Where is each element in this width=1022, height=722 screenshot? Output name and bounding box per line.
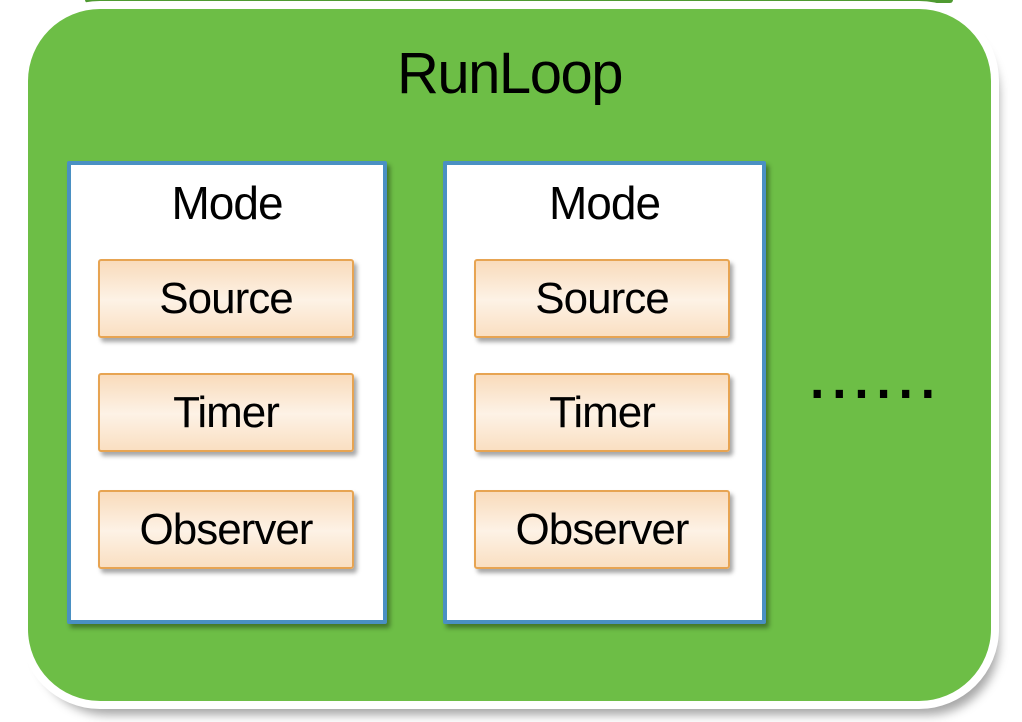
more-modes-ellipsis: ...... [806, 330, 940, 415]
timer-box: Timer [98, 373, 354, 452]
observer-box: Observer [98, 490, 354, 569]
mode-label: Mode [548, 177, 661, 229]
cropped-shape-edge [85, 0, 953, 3]
source-box: Source [474, 259, 730, 338]
observer-box: Observer [474, 490, 730, 569]
timer-box: Timer [474, 373, 730, 452]
source-box: Source [98, 259, 354, 338]
runloop-title: RunLoop [397, 41, 623, 106]
mode-box-1: Mode Source Timer Observer [67, 161, 387, 624]
mode-label: Mode [171, 177, 283, 229]
mode-box-2: Mode Source Timer Observer [443, 161, 766, 624]
runloop-container: RunLoop Mode Source Timer Observer Mode … [28, 9, 991, 701]
